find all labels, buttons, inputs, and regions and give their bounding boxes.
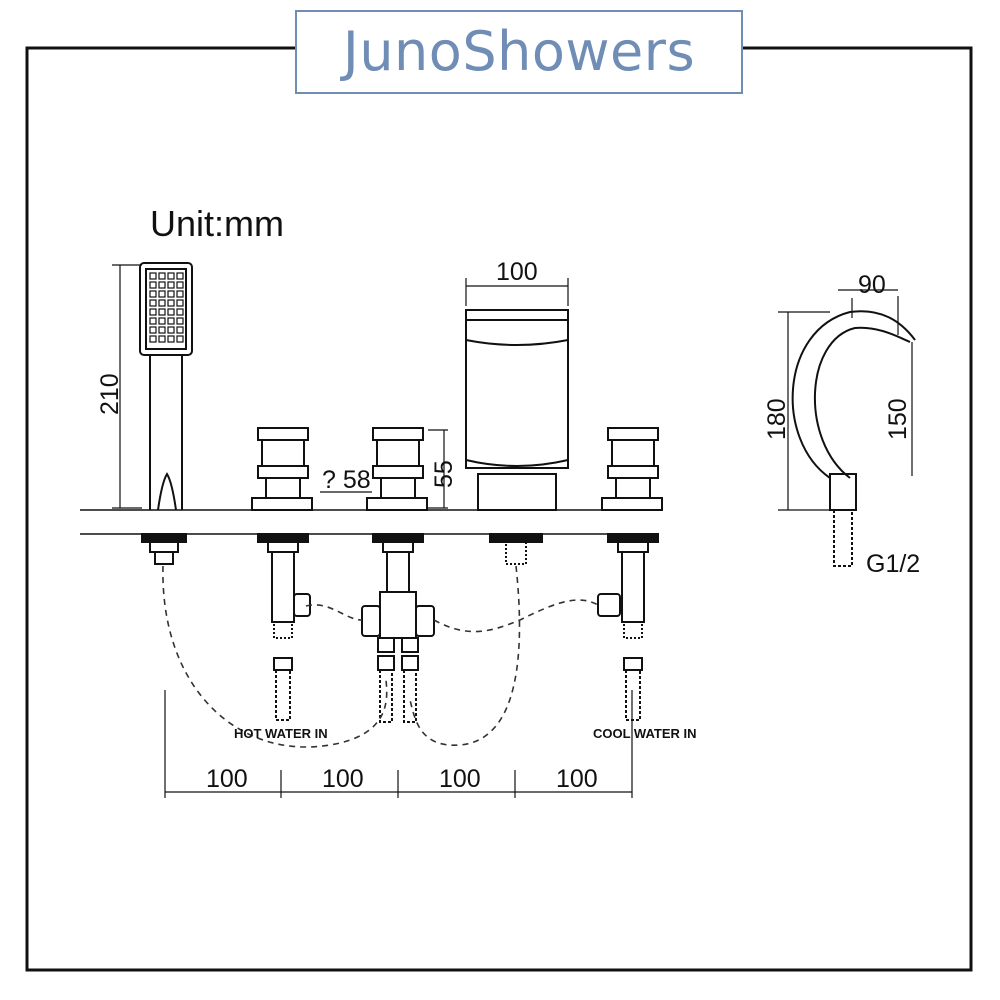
- dim-handset-height: 210: [96, 373, 124, 415]
- brand-logo-box: JunoShowers: [295, 10, 743, 94]
- unit-label: Unit:mm: [150, 203, 284, 244]
- hot-water-in-label: HOT WATER IN: [234, 726, 328, 741]
- dim-spacing-2: 100: [322, 765, 364, 793]
- hand-shower: [139, 262, 193, 511]
- cool-water-in-label: COOL WATER IN: [593, 726, 697, 741]
- dim-spacing-3: 100: [439, 765, 481, 793]
- spout-body: [465, 309, 569, 511]
- valve-handle-2: [366, 427, 428, 511]
- dim-spacing-4: 100: [556, 765, 598, 793]
- dim-side-lines: [778, 289, 913, 511]
- supply-hoses: [273, 655, 643, 723]
- valve-handle-1: [251, 427, 313, 511]
- dim-valve-height: 55: [430, 460, 458, 488]
- dim-spacing-line: [164, 690, 633, 798]
- dim-spout-width-line: [465, 278, 569, 306]
- dim-side-reach: 90: [858, 271, 886, 299]
- dim-side-inner-height: 150: [884, 398, 912, 440]
- brand-logo-text: JunoShowers: [342, 20, 696, 83]
- dim-spout-width: 100: [496, 258, 538, 286]
- dim-thread: G1/2: [866, 550, 920, 578]
- dashed-hose-paths: [162, 565, 599, 748]
- dim-handset-height-line: [112, 264, 142, 509]
- handset-spray-holes: [149, 272, 184, 343]
- spout-side-profile: [791, 310, 916, 567]
- underdeck-fittings: [141, 533, 659, 653]
- dim-valve-diameter: ? 58: [322, 466, 371, 494]
- valve-handle-3: [601, 427, 663, 511]
- dim-side-height: 180: [763, 398, 791, 440]
- dim-valve-height-line: [428, 429, 448, 509]
- dim-spacing-1: 100: [206, 765, 248, 793]
